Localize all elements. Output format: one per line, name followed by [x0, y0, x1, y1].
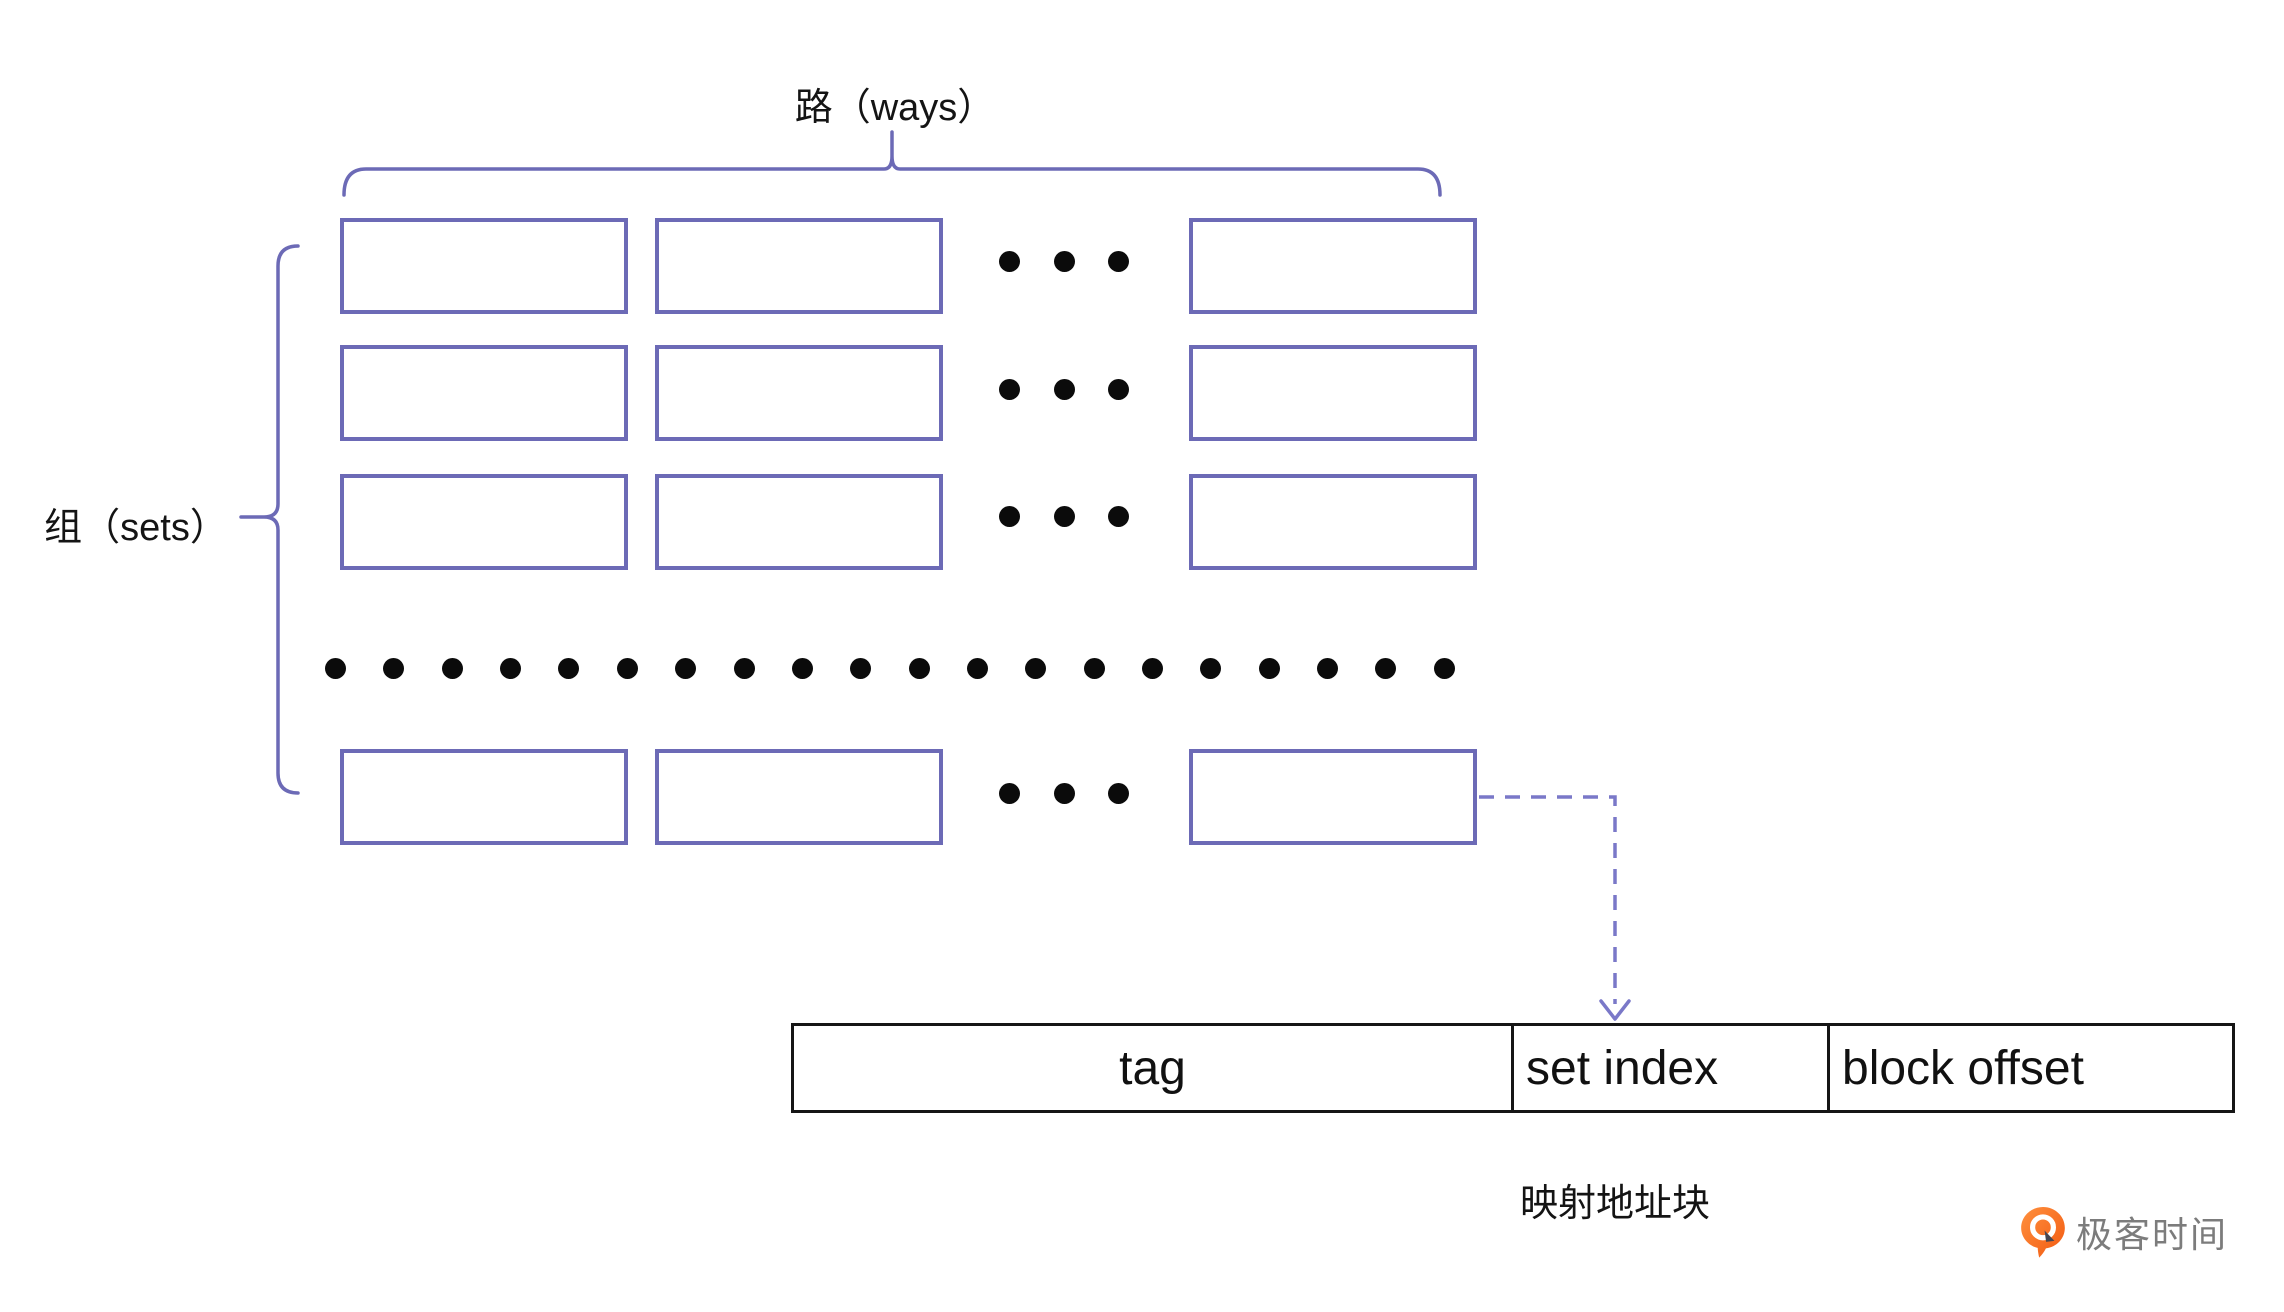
ways-brace	[342, 130, 1442, 197]
geektime-logo: 极客时间	[2020, 1206, 2228, 1258]
ellipsis-dot	[999, 250, 1020, 272]
address-table: tag set index block offset	[791, 1023, 2235, 1113]
ellipsis-dot	[558, 657, 580, 679]
ellipsis-dot	[1108, 378, 1129, 400]
ellipsis-dot	[675, 657, 697, 679]
ellipsis-dot	[1142, 657, 1164, 679]
cache-block	[340, 345, 628, 441]
ellipsis-dot	[791, 657, 813, 679]
ellipsis-dot	[383, 657, 405, 679]
cache-block	[1189, 474, 1477, 570]
ellipsis-dot	[500, 657, 522, 679]
ellipsis-dot	[1258, 657, 1280, 679]
address-caption: 映射地址块	[1519, 1183, 1710, 1225]
ellipsis-dot	[908, 657, 930, 679]
ellipsis-dot	[1053, 505, 1075, 527]
ellipsis-dot	[850, 657, 872, 679]
ellipsis-dot	[966, 657, 988, 679]
ways-ellipsis-row4	[999, 782, 1129, 804]
ellipsis-dot	[1025, 657, 1047, 679]
ellipsis-dot	[999, 505, 1020, 527]
ellipsis-dot	[1317, 657, 1339, 679]
cache-block	[1189, 345, 1477, 441]
cache-block	[655, 749, 943, 845]
ellipsis-dot	[1108, 505, 1129, 527]
ellipsis-dot	[325, 657, 346, 679]
ellipsis-dot	[1053, 250, 1075, 272]
cache-block	[655, 474, 943, 570]
geektime-logo-text: 极客时间	[2076, 1214, 2229, 1255]
ellipsis-dot	[999, 782, 1020, 804]
set-index-cell: set index	[1511, 1026, 1827, 1110]
sets-ellipsis-row	[325, 657, 1455, 679]
ellipsis-dot	[999, 378, 1020, 400]
ellipsis-dot	[616, 657, 638, 679]
sets-label: 组（sets）	[44, 507, 228, 549]
ellipsis-dot	[1053, 378, 1075, 400]
cache-block	[1189, 218, 1477, 314]
ellipsis-dot	[1108, 782, 1129, 804]
ellipsis-dot	[1433, 657, 1455, 679]
ways-ellipsis-row2	[999, 378, 1129, 400]
mapping-connector	[1479, 795, 1617, 1004]
mapping-arrowhead	[1599, 999, 1631, 1021]
geektime-logo-icon	[2021, 1207, 2065, 1258]
ellipsis-dot	[1053, 782, 1075, 804]
block-offset-cell: block offset	[1827, 1026, 2232, 1110]
ways-ellipsis-row3	[999, 505, 1129, 527]
cache-block	[1189, 749, 1477, 845]
ellipsis-dot	[441, 657, 463, 679]
ways-ellipsis-row1	[999, 250, 1129, 272]
cache-block	[340, 749, 628, 845]
cache-block	[655, 345, 943, 441]
ellipsis-dot	[733, 657, 755, 679]
ellipsis-dot	[1083, 657, 1105, 679]
cache-block	[340, 218, 628, 314]
ellipsis-dot	[1108, 250, 1129, 272]
ellipsis-dot	[1375, 657, 1397, 679]
cache-block	[655, 218, 943, 314]
sets-brace	[239, 244, 300, 795]
ways-label: 路（ways）	[794, 87, 996, 129]
tag-cell: tag	[1119, 1041, 1186, 1095]
cache-block	[340, 474, 628, 570]
ellipsis-dot	[1200, 657, 1222, 679]
